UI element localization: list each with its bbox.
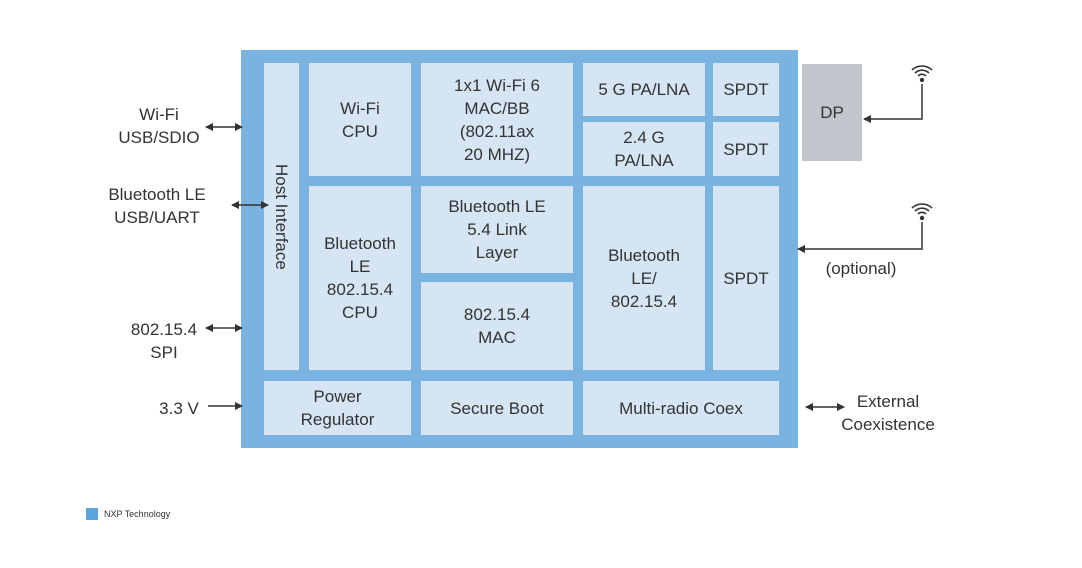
wifi-interface-label: Wi-Fi USB/SDIO xyxy=(118,105,200,147)
power-input-label: 3.3 V xyxy=(159,399,199,418)
antenna-icon xyxy=(911,65,933,83)
host-interface-label: Host Interface xyxy=(272,163,291,270)
pa-lna-24g-block: 2.4 G PA/LNA xyxy=(583,122,705,176)
external-coexistence-label: External Coexistence xyxy=(841,392,935,434)
antenna-icon xyxy=(911,203,933,221)
legend: NXP Technology xyxy=(86,508,170,520)
optional-antenna-wire xyxy=(797,222,923,253)
bt-cpu-block: Bluetooth LE 802.15.4 CPU xyxy=(309,186,411,370)
spdt-block-1: SPDT xyxy=(713,63,779,116)
bt-interface-label: Bluetooth LE USB/UART xyxy=(108,185,206,227)
coex-block: Multi-radio Coex xyxy=(583,381,779,435)
pa-lna-5g-block: 5 G PA/LNA xyxy=(583,63,705,116)
dp-block: DP xyxy=(802,64,862,161)
spdt-block-2: SPDT xyxy=(713,122,779,176)
power-regulator-block: Power Regulator xyxy=(264,381,411,435)
legend-label: NXP Technology xyxy=(104,509,171,519)
optional-label: (optional) xyxy=(825,259,897,278)
spi-interface-label: 802.15.4 SPI xyxy=(130,320,198,362)
mac-802154-block: 802.15.4 MAC xyxy=(421,282,573,370)
host-interface-block: Host Interface xyxy=(264,63,299,370)
spdt-block-3: SPDT xyxy=(713,186,779,370)
bt-link-layer-block: Bluetooth LE 5.4 Link Layer xyxy=(421,186,573,273)
dp-antenna-wire xyxy=(863,84,923,123)
bt-radio-block: Bluetooth LE/ 802.15.4 xyxy=(583,186,705,370)
wifi6-macbb-block: 1x1 Wi-Fi 6 MAC/BB (802.11ax 20 MHZ) xyxy=(421,63,573,176)
wifi-cpu-block: Wi-Fi CPU xyxy=(309,63,411,176)
secure-boot-block: Secure Boot xyxy=(421,381,573,435)
legend-swatch xyxy=(86,508,98,520)
